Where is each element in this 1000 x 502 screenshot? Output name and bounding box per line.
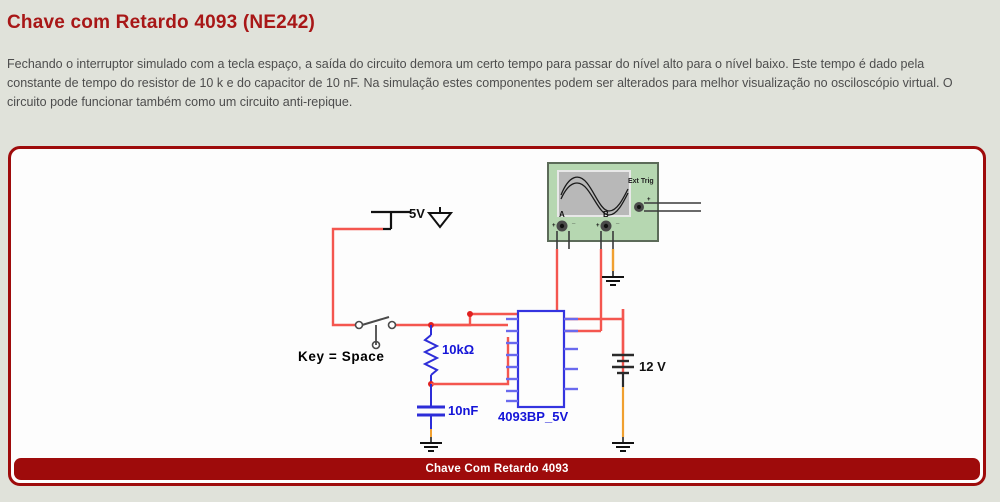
supply-5v-symbol xyxy=(371,207,454,231)
switch-spdt xyxy=(354,316,397,350)
ground-symbol-battery xyxy=(612,442,634,452)
switch-key-label: Key = Space xyxy=(298,349,385,364)
intro-paragraph: Fechando o interruptor simulado com a te… xyxy=(7,57,953,109)
ground-symbol-capacitor xyxy=(420,442,442,452)
wires xyxy=(331,227,625,452)
scope-channel-b-plus: + xyxy=(596,223,600,229)
scope-ext-trig-plus: + xyxy=(647,197,651,203)
supply-5v-label: 5V xyxy=(409,206,425,221)
ic-4093 xyxy=(506,309,578,409)
circuit-diagram xyxy=(331,162,701,452)
scope-channel-b-label: B xyxy=(603,210,609,219)
ic-part-label: 4093BP_5V xyxy=(498,409,569,424)
panel-caption: Chave Com Retardo 4093 xyxy=(14,458,980,480)
battery-12v xyxy=(612,345,634,452)
page-title: Chave com Retardo 4093 (NE242) xyxy=(7,12,316,33)
capacitor-value-label: 10nF xyxy=(448,403,479,418)
scope-channel-a-plus: + xyxy=(552,223,556,229)
scope-channel-a-label: A xyxy=(559,210,565,219)
scope-channel-b-minus: _ xyxy=(616,219,620,225)
scope-ext-trig-label: Ext Trig xyxy=(628,178,654,185)
oscilloscope xyxy=(547,162,701,249)
battery-value-label: 12 V xyxy=(639,359,666,374)
resistor-value-label: 10kΩ xyxy=(442,342,475,357)
circuit-panel: 5V Key = Space 10kΩ 10nF 4093BP_5V 12 V … xyxy=(8,146,986,486)
scope-channel-a-minus: _ xyxy=(572,219,576,225)
ground-symbol-scope xyxy=(602,276,624,286)
